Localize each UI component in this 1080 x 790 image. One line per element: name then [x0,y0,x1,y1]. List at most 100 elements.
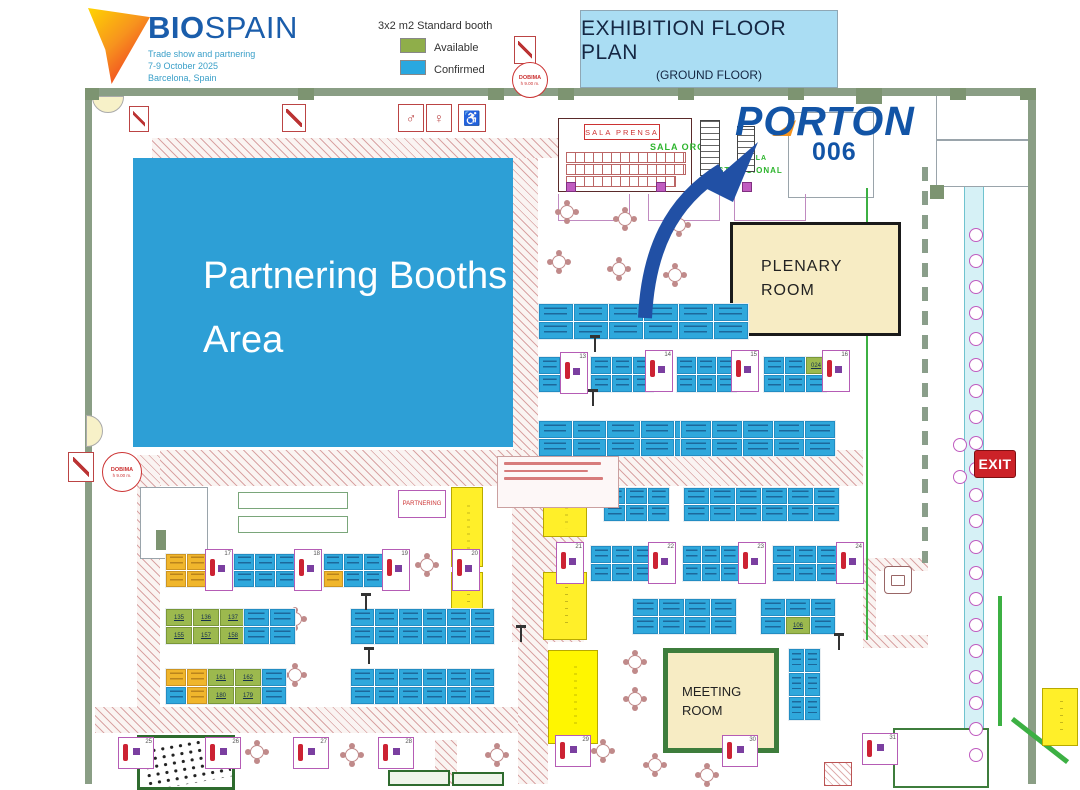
booth-confirmed [375,687,398,704]
booth-confirmed [234,571,254,587]
booth-pointer-arrow [638,142,758,319]
service-desk: 18 [294,549,322,591]
booth-confirmed [644,322,678,339]
service-desk: 23 [738,542,766,584]
utility-mark [834,633,844,650]
wall-right [1028,88,1036,784]
plenary-label-1: PLENARY [761,258,843,275]
booth-confirmed [626,488,647,504]
booth-confirmed [234,554,254,570]
column-circle [969,696,983,710]
plan-title: EXHIBITION FLOOR PLAN [581,16,787,64]
booth-confirmed [736,505,761,521]
aisle-hatch [863,635,928,648]
desk-seat [658,366,665,373]
booth-confirmed [814,488,839,504]
booth-confirmed [683,546,701,563]
booth-group: 024 [763,356,827,393]
fire-equipment-icon [129,106,149,132]
column-circle [969,280,983,294]
booth-confirmed [641,421,674,438]
booth-group [632,598,737,635]
booth-confirmed [795,564,816,581]
wall-pillar [856,88,882,104]
utility-mark [364,647,374,664]
round-table [628,692,642,706]
booth-confirmed [447,609,470,626]
column-circle [969,722,983,736]
round-table [596,744,610,758]
desk-marker [383,744,388,761]
booth-confirmed [785,357,805,374]
position-marker [742,182,752,192]
room-outline [788,112,874,198]
service-booth [1042,688,1078,746]
desk-number: 31 [889,735,896,741]
desk-number: 18 [313,551,320,557]
restroom-accessible: ♿ [458,104,486,132]
desk-number: 29 [582,737,589,743]
column-circle [969,488,983,502]
booth-confirmed [712,421,742,438]
column-circle [969,618,983,632]
wall-pillar [678,88,694,100]
brand-location: Barcelona, Spain [148,73,217,83]
service-desk: 21 [556,542,584,584]
wall-dashed [922,167,928,563]
booth-confirmed [423,687,446,704]
seat-row [566,152,686,163]
booth-reserved [187,554,207,570]
legend-available: Available [400,38,492,54]
legend-title: 3x2 m2 Standard booth [378,20,493,32]
booth-bracket [558,194,630,221]
booth-confirmed [659,599,684,616]
booth-confirmed [814,505,839,521]
booth-reserved [324,571,343,587]
desk-number: 30 [749,737,756,743]
height-stamp-left: DOBIMA h 9.00 m. [102,452,142,492]
utility-mark [588,389,598,406]
booth-confirmed [399,609,422,626]
booth-confirmed [677,375,696,392]
column-circle [969,748,983,762]
booth-confirmed [423,627,446,644]
column-circle [969,384,983,398]
booth-confirmed [805,673,820,696]
booth-group [788,648,821,721]
booth-confirmed [685,599,710,616]
booth-confirmed [648,505,669,521]
desk-number: 22 [667,544,674,550]
service-desk: 17 [205,549,233,591]
aisle-hatch [95,707,535,733]
meeting-room: MEETING ROOM [663,648,779,753]
stamp-height: h 9.00 m. [112,472,132,478]
desk-marker [210,744,215,761]
booth-confirmed [773,546,794,563]
booth-confirmed [633,617,658,634]
seat-row [566,164,686,175]
column-circle [969,644,983,658]
booth-confirmed [626,505,647,521]
porton-logo: PORTON [735,98,915,144]
legend-confirmed: Confirmed [400,60,492,76]
slash-icon [72,457,90,477]
booth-group [538,303,749,340]
slash-icon [132,110,146,128]
column-circle [969,670,983,684]
booth-confirmed [681,439,711,456]
service-desk: 13 [560,352,588,394]
desk-number: 19 [401,551,408,557]
booth-group [676,356,737,393]
round-table [700,768,714,782]
plenary-label-2: ROOM [761,282,815,299]
booth-confirmed [255,554,275,570]
booth-available: 161 [208,669,234,686]
booth-confirmed [762,488,787,504]
service-desk: 15 [731,350,759,392]
partnering-booths-area: Partnering Booths Area [133,158,513,447]
confirmed-swatch [400,60,426,75]
booth-number: 106 [792,622,803,629]
desk-marker [210,559,215,576]
